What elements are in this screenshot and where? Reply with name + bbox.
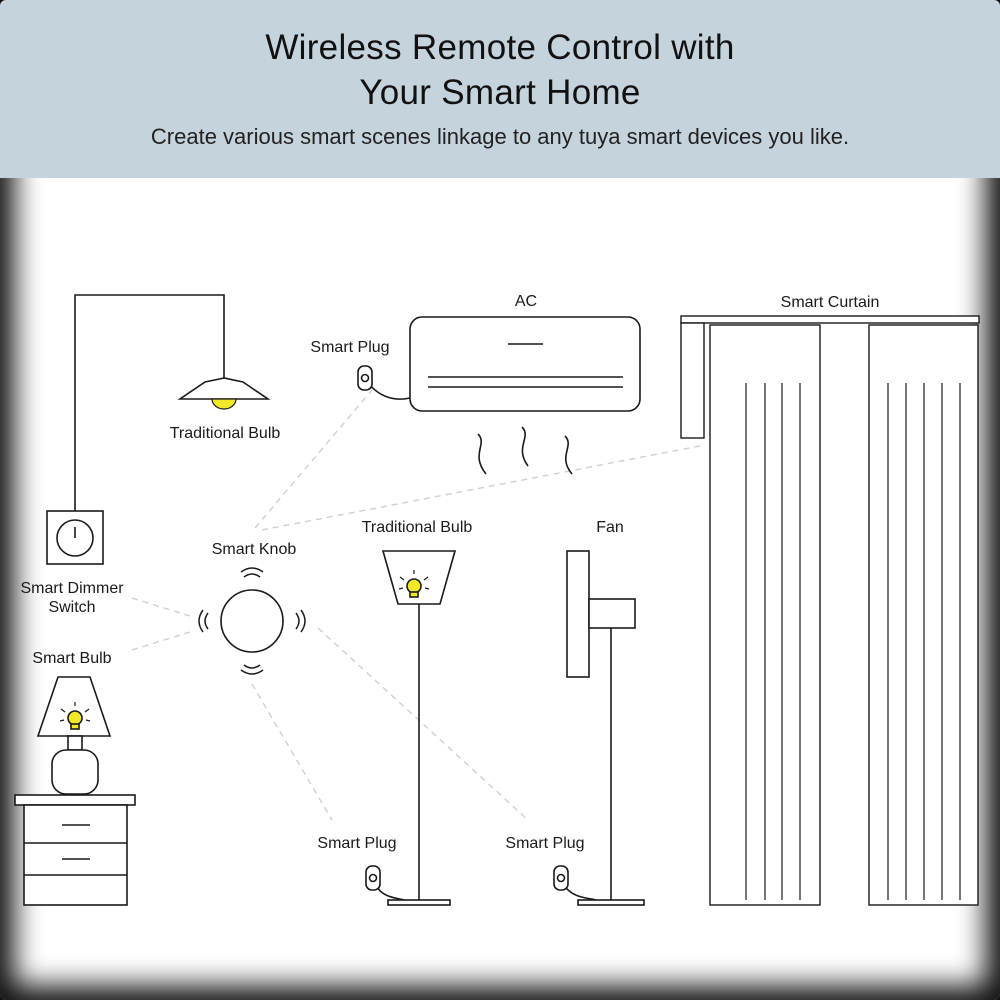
label-smart-plug-ac: Smart Plug — [310, 339, 389, 356]
dashed-link-lines — [131, 389, 706, 821]
page-subtitle: Create various smart scenes linkage to a… — [150, 124, 850, 149]
diagram-labels: AC Smart Curtain Smart Plug Traditional … — [20, 293, 879, 852]
label-smart-dimmer-line-1: Smart Dimmer — [20, 580, 124, 597]
label-smart-plug-floor-lamp: Smart Plug — [317, 835, 396, 852]
page-title-line-2: Your Smart Home — [359, 73, 641, 112]
standing-fan — [563, 550, 645, 906]
smart-plug-ac-icon — [357, 365, 373, 391]
air-conditioner — [367, 316, 641, 475]
floor-lamp — [375, 550, 457, 906]
smart-dimmer-switch — [46, 510, 104, 565]
label-smart-bulb: Smart Bulb — [32, 650, 111, 667]
label-fan: Fan — [596, 519, 624, 536]
smart-plug-fan-icon — [553, 865, 569, 891]
smart-bulb-table-lamp — [36, 676, 112, 795]
ceiling-lamp — [74, 294, 271, 512]
smart-plug-floor-lamp-icon — [365, 865, 381, 891]
header-banner: Wireless Remote Control with Your Smart … — [0, 0, 1000, 178]
smart-curtain — [680, 315, 980, 906]
smart-knob — [198, 567, 306, 675]
page-title-line-1: Wireless Remote Control with — [265, 28, 735, 67]
label-traditional-bulb-ceiling: Traditional Bulb — [170, 425, 281, 442]
nightstand — [14, 794, 136, 906]
label-ac: AC — [515, 293, 537, 310]
label-smart-knob: Smart Knob — [212, 541, 297, 558]
label-traditional-bulb-floor: Traditional Bulb — [362, 519, 473, 536]
label-smart-curtain: Smart Curtain — [781, 294, 880, 311]
label-smart-dimmer-line-2: Switch — [48, 599, 95, 616]
label-smart-plug-fan: Smart Plug — [505, 835, 584, 852]
